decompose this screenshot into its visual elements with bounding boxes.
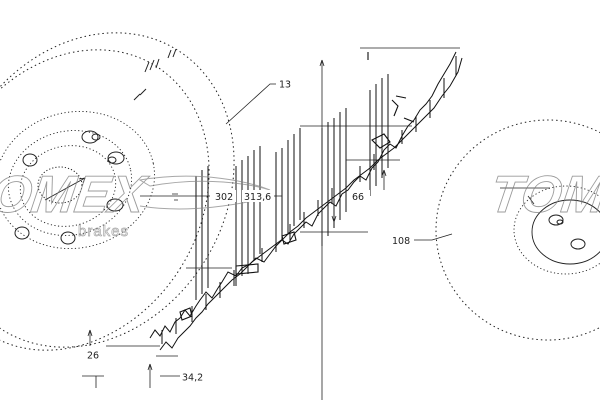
- hub-inner-ring: [531, 199, 600, 265]
- tomex-watermark: TOMEX brakes TOMEX: [0, 166, 600, 241]
- section-face-right: [159, 57, 463, 351]
- dimension-lines: [82, 47, 460, 400]
- hub-bolt-holes: [548, 214, 586, 250]
- dim-label-pcd: 313,6: [244, 192, 271, 203]
- dim-label-height: 34,2: [182, 373, 203, 384]
- tomex-tagline-left: brakes: [78, 223, 129, 240]
- disc-cross-section: [149, 51, 463, 351]
- vent-fins: [161, 56, 457, 344]
- svg-text:TOMEX: TOMEX: [487, 166, 600, 224]
- dim-label-thickness: 26: [87, 351, 99, 362]
- dim-label-outer-diameter: 302: [215, 192, 233, 203]
- section-face-left: [149, 51, 457, 339]
- disc-axis-line: [44, 177, 86, 201]
- bolt-holes: [14, 130, 125, 245]
- hat-rings: [0, 110, 155, 250]
- dimension-labels: 13 302 313,6 66 108 26 34,2: [84, 78, 414, 384]
- svg-text:TOMEX: TOMEX: [0, 166, 152, 224]
- dim-label-hat-diameter: 108: [392, 236, 410, 247]
- dim-label-bolt-count: 13: [279, 80, 291, 91]
- hat-step: [179, 95, 415, 321]
- tomex-logo-right: TOMEX: [486, 166, 600, 225]
- center-bore: [37, 166, 83, 204]
- tomex-logo-left: TOMEX: [0, 166, 152, 225]
- dim-label-center-bore: 66: [352, 192, 364, 203]
- rim-marks: [133, 48, 177, 101]
- leader-108: [414, 233, 453, 241]
- leader-13: [225, 83, 276, 125]
- hub-detail-view: [435, 119, 600, 341]
- hub-outer-ring: [435, 119, 600, 341]
